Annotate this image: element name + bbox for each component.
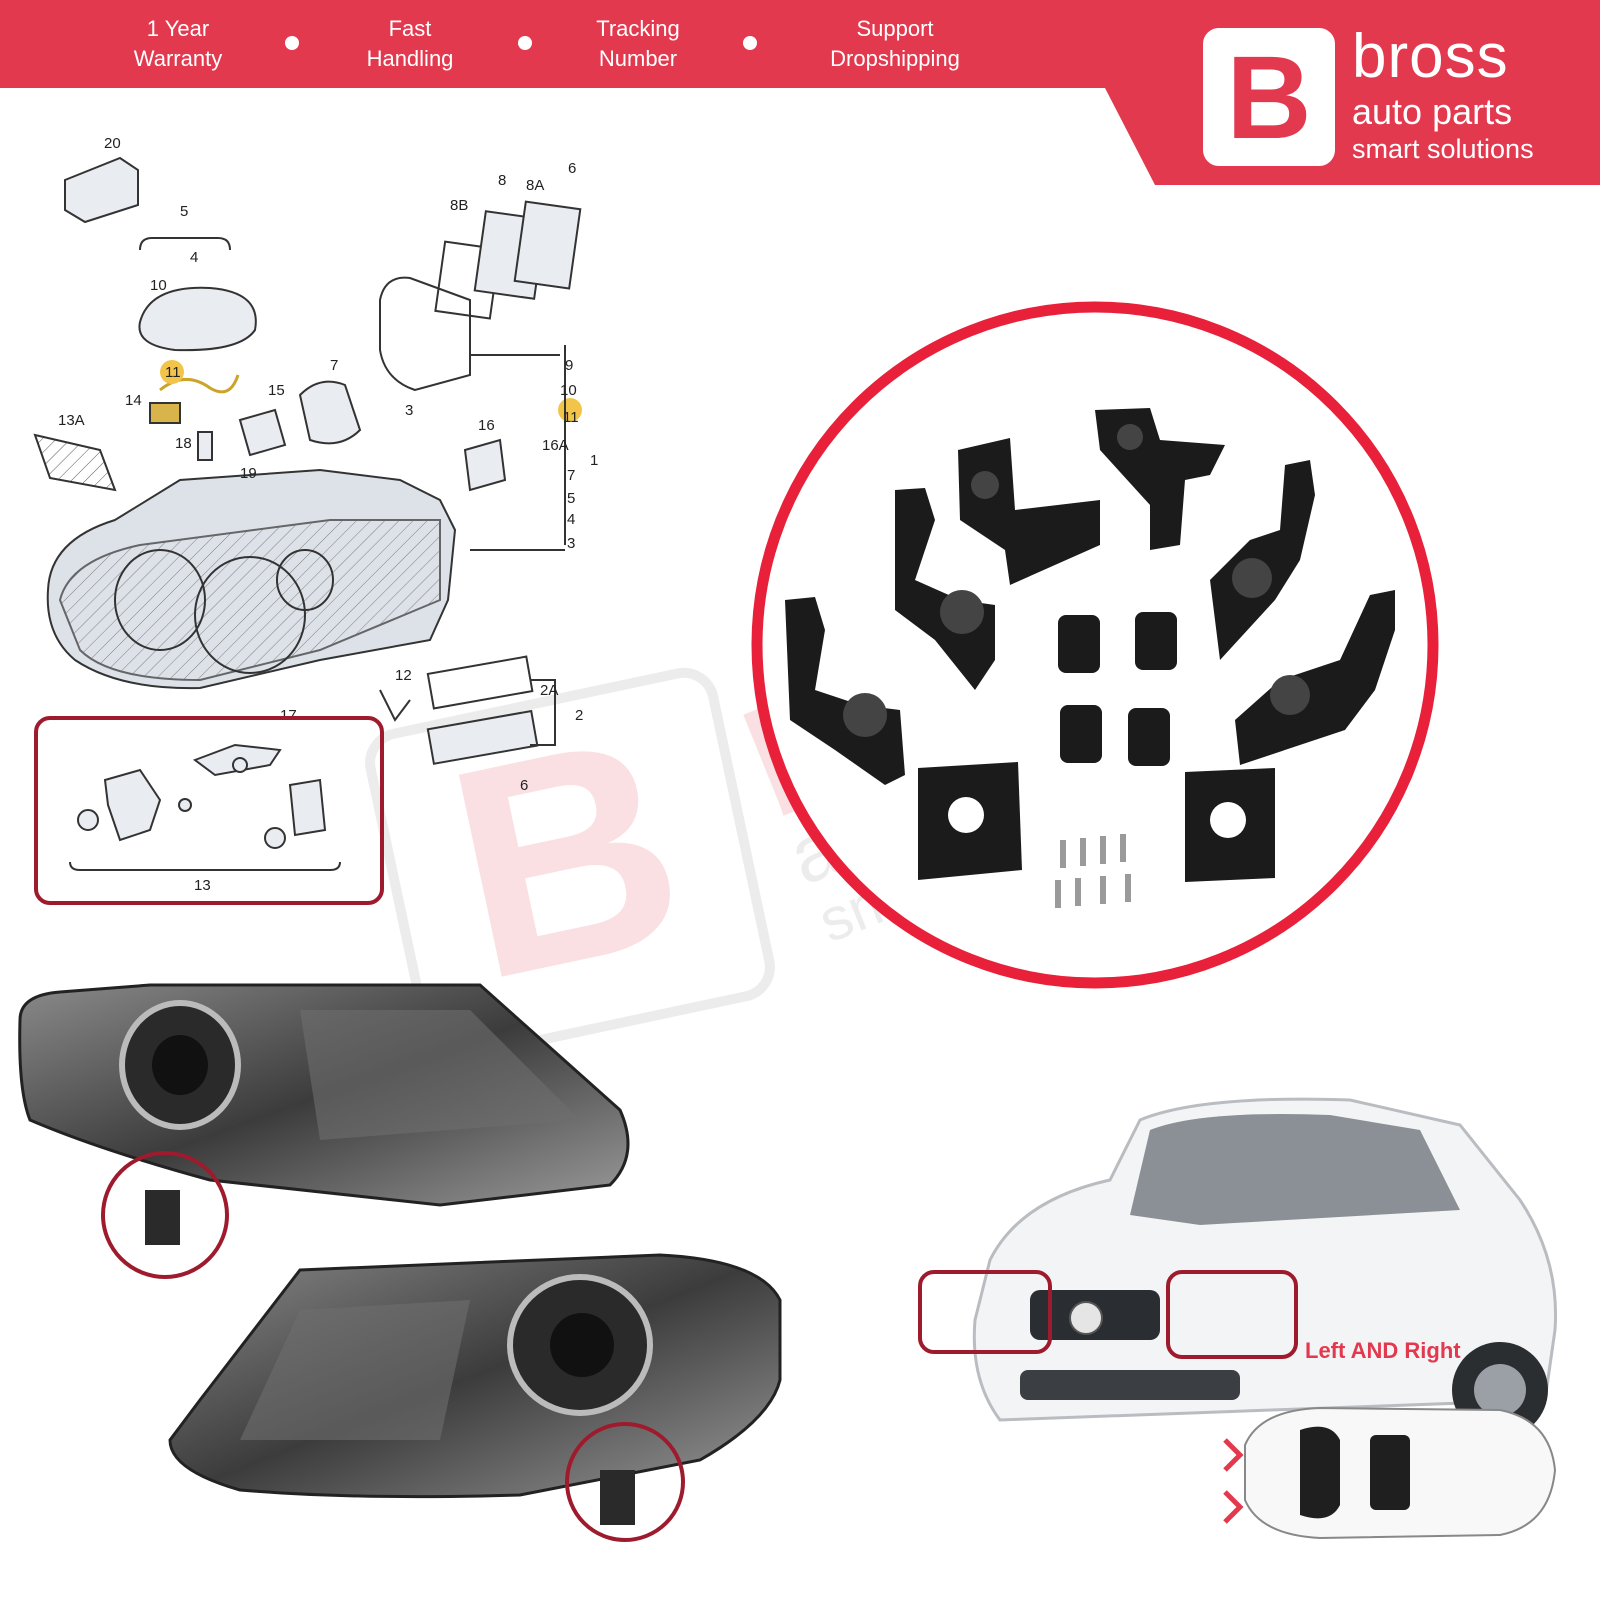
svg-text:5: 5 [180, 203, 188, 220]
separator-dot [518, 36, 532, 50]
svg-text:2: 2 [575, 707, 583, 724]
svg-text:5: 5 [567, 490, 575, 507]
top-view-car [1223, 1406, 1557, 1540]
nut-piece [1060, 705, 1102, 763]
svg-text:7: 7 [567, 467, 575, 484]
repair-kit-group: 13 [34, 716, 384, 905]
diagram-labels: 20 5 4 10 11 14 13A 18 15 19 7 3 6 8 8A … [58, 135, 598, 794]
svg-text:2A: 2A [540, 682, 558, 699]
svg-text:8: 8 [498, 172, 506, 189]
svg-text:16A: 16A [542, 437, 569, 454]
headlight-left [18, 983, 630, 1279]
svg-text:7: 7 [330, 357, 338, 374]
bracket-piece [895, 488, 995, 690]
svg-text:8B: 8B [450, 197, 468, 214]
screw-set [1055, 834, 1131, 908]
svg-text:12: 12 [395, 667, 412, 684]
nut-piece [1128, 708, 1170, 766]
car-photo [918, 1097, 1558, 1438]
group-number: 13 [194, 877, 211, 894]
svg-text:6: 6 [568, 160, 576, 177]
bracket-piece [785, 597, 905, 785]
headlight-right [168, 1253, 782, 1542]
svg-text:17: 17 [280, 707, 297, 724]
svg-text:16: 16 [478, 417, 495, 434]
svg-text:18: 18 [175, 435, 192, 452]
svg-text:14: 14 [125, 392, 142, 409]
svg-text:3: 3 [405, 402, 413, 419]
top-banner [0, 0, 1600, 185]
brand-tagline: auto parts [1352, 91, 1513, 132]
svg-text:13A: 13A [58, 412, 85, 429]
svg-text:11: 11 [563, 409, 579, 426]
brand-slogan: smart solutions [1352, 134, 1534, 164]
svg-text:4: 4 [567, 511, 575, 528]
svg-text:19: 19 [240, 465, 257, 482]
svg-text:6: 6 [520, 777, 528, 794]
svg-text:9: 9 [565, 357, 573, 374]
brand-name: bross [1352, 22, 1509, 91]
repair-kit-photo [751, 301, 1439, 989]
svg-text:4: 4 [190, 249, 198, 266]
svg-text:10: 10 [560, 382, 577, 399]
separator-dot [285, 36, 299, 50]
bracket-piece [1235, 590, 1395, 765]
nut-piece [1058, 615, 1100, 673]
svg-text:8A: 8A [526, 177, 544, 194]
separator-dot [743, 36, 757, 50]
svg-text:1: 1 [590, 452, 598, 469]
svg-text:10: 10 [150, 277, 167, 294]
svg-text:20: 20 [104, 135, 121, 152]
svg-text:11: 11 [165, 364, 181, 381]
nut-piece [1135, 612, 1177, 670]
exploded-diagram [33, 156, 582, 765]
brand-logo-letter: B [1226, 32, 1312, 164]
brand-logo-box: B [1203, 28, 1335, 166]
fitment-caption: Left AND Right [1305, 1338, 1461, 1363]
control-module-part [64, 156, 139, 224]
dust-cap-part [138, 286, 257, 352]
bracket-piece [1210, 460, 1315, 660]
svg-text:15: 15 [268, 382, 285, 399]
svg-text:3: 3 [567, 535, 575, 552]
